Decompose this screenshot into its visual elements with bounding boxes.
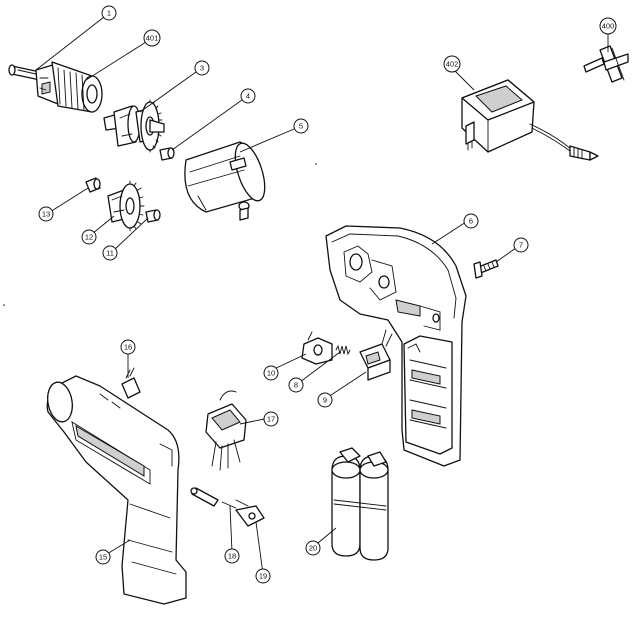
svg-text:4: 4 (246, 92, 250, 101)
svg-text:10: 10 (267, 369, 275, 378)
callout-4: 4 (240, 88, 256, 104)
callout-6: 6 (463, 213, 479, 229)
part-5-motor (184, 141, 266, 221)
part-13-pinion (85, 177, 101, 193)
svg-text:11: 11 (106, 249, 114, 258)
part-10-bracket (301, 331, 333, 365)
svg-text:15: 15 (99, 553, 107, 562)
part-6-housing-right (325, 225, 467, 467)
stray-dot (315, 163, 317, 165)
svg-text:8: 8 (294, 381, 298, 390)
callout-1: 1 (101, 5, 117, 21)
callout-402: 402 (443, 55, 461, 73)
callout-17: 17 (263, 411, 279, 427)
svg-text:13: 13 (42, 210, 50, 219)
part-18-pin (190, 487, 237, 509)
part-19-terminal (235, 499, 265, 527)
callout-5: 5 (293, 118, 309, 134)
svg-text:16: 16 (124, 343, 132, 352)
svg-text:402: 402 (446, 60, 459, 69)
callout-19: 19 (255, 568, 271, 584)
svg-text:12: 12 (85, 233, 93, 242)
part-8-spring (335, 344, 351, 356)
callout-20: 20 (305, 540, 321, 556)
callout-401: 401 (143, 29, 161, 47)
stray-dot (3, 304, 5, 306)
part-20-battery-pack (331, 447, 389, 561)
callout-16: 16 (120, 339, 136, 355)
callout-400: 400 (599, 17, 617, 35)
svg-text:401: 401 (146, 34, 159, 43)
svg-text:3: 3 (200, 64, 204, 73)
svg-text:20: 20 (309, 544, 317, 553)
part-7-screw (473, 259, 499, 279)
part-1-shaft (8, 64, 41, 81)
callout-11: 11 (102, 245, 118, 261)
callout-3: 3 (194, 60, 210, 76)
part-4-bushing (159, 147, 175, 161)
callout-10: 10 (263, 365, 279, 381)
callout-7: 7 (513, 237, 529, 253)
callout-12: 12 (81, 229, 97, 245)
svg-text:9: 9 (323, 396, 327, 405)
svg-text:7: 7 (519, 241, 523, 250)
part-11-spacer (145, 209, 161, 223)
svg-text:18: 18 (228, 552, 236, 561)
part-17-connector (205, 390, 247, 471)
leader-lines (35, 16, 609, 575)
svg-text:5: 5 (299, 122, 303, 131)
part-401-chuck (35, 61, 103, 113)
callout-13: 13 (38, 206, 54, 222)
svg-text:17: 17 (267, 415, 275, 424)
callout-9: 9 (317, 392, 333, 408)
svg-text:19: 19 (259, 572, 267, 581)
svg-text:400: 400 (602, 22, 615, 31)
svg-text:6: 6 (469, 217, 473, 226)
part-15-housing-left (46, 375, 187, 605)
part-400-chuck-key (583, 45, 629, 83)
callout-8: 8 (288, 377, 304, 393)
callout-15: 15 (95, 549, 111, 565)
part-3-spindle-gear (103, 99, 165, 153)
part-9-switch (359, 329, 393, 381)
callout-18: 18 (224, 548, 240, 564)
part-402-charger (461, 79, 599, 161)
svg-text:1: 1 (107, 9, 111, 18)
part-12-gear (107, 180, 145, 232)
part-16-clip (121, 367, 141, 399)
